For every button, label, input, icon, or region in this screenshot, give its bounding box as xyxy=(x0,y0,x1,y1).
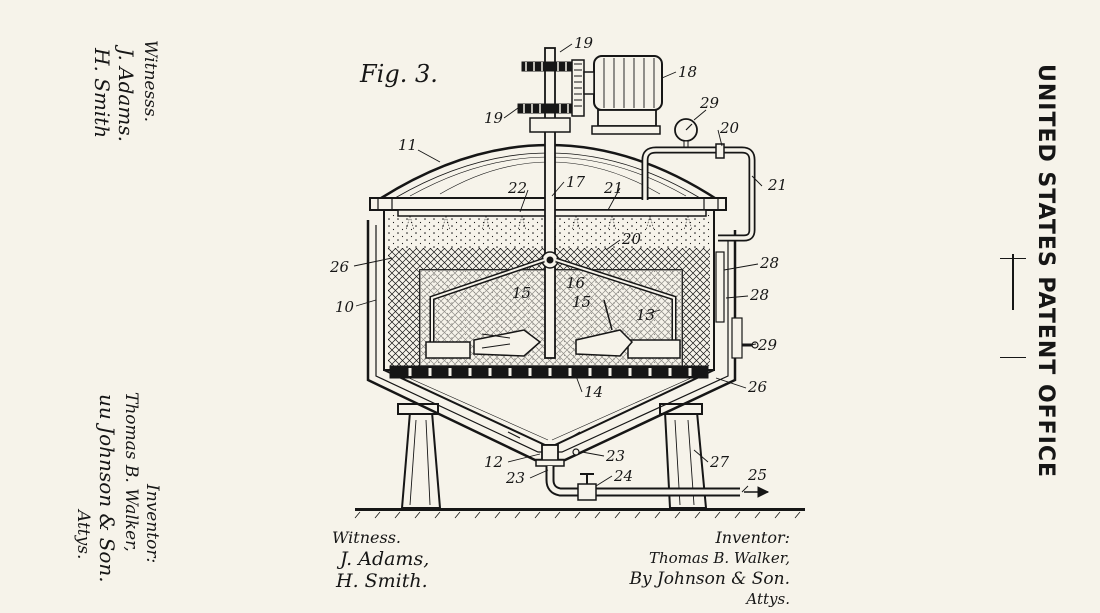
numeral-26b: 26 xyxy=(747,378,768,396)
numeral-22: 22 xyxy=(507,179,527,197)
numeral-29a: 29 xyxy=(699,94,720,112)
numeral-25: 25 xyxy=(747,466,767,484)
office-rule-2 xyxy=(1000,357,1026,358)
agitator-arms xyxy=(425,257,681,359)
bottom-witness-block: Witness. J. Adams, H. Smith. xyxy=(332,528,429,592)
agitator-shaft xyxy=(517,47,585,359)
bottom-inventor-attys: Attys. xyxy=(746,590,790,608)
numeral-12: 12 xyxy=(484,453,503,471)
numeral-20b: 20 xyxy=(621,230,642,248)
numeral-15b: 15 xyxy=(572,293,591,311)
numeral-28b: 28 xyxy=(749,286,769,304)
numeral-24: 24 xyxy=(613,467,633,485)
leader-lines xyxy=(353,43,763,493)
bottom-inventor-by: By Johnson & Son. xyxy=(629,569,790,589)
numeral-21b: 21 xyxy=(767,176,787,194)
numeral-19b: 19 xyxy=(484,109,504,127)
reference-numerals: 10 11 12 13 14 15 15 16 17 18 19 19 20 2… xyxy=(329,34,787,487)
bottom-witness-name-1: J. Adams, xyxy=(340,548,430,570)
outlet-piping xyxy=(507,431,770,501)
bottom-inventor-heading: Inventor: xyxy=(715,528,790,547)
numeral-17: 17 xyxy=(566,173,586,191)
bottom-inventor-block: Inventor: Thomas B. Walker, By Johnson &… xyxy=(600,528,790,608)
bottom-witness-heading: Witness. xyxy=(332,528,401,547)
numeral-19a: 19 xyxy=(574,34,594,52)
gauge-and-piping xyxy=(641,118,759,359)
figure-title: Fig. 3. xyxy=(360,60,438,88)
numeral-16: 16 xyxy=(566,274,586,292)
office-divider-top xyxy=(1012,254,1014,310)
numeral-28a: 28 xyxy=(759,254,779,272)
numeral-23b: 23 xyxy=(505,469,525,487)
numeral-29b: 29 xyxy=(757,336,778,354)
numeral-18: 18 xyxy=(678,63,697,81)
numeral-26a: 26 xyxy=(329,258,350,276)
numeral-14: 14 xyxy=(584,383,603,401)
bottom-inventor-name: Thomas B. Walker, xyxy=(649,549,790,567)
numeral-21a: 21 xyxy=(603,179,623,197)
numeral-23a: 23 xyxy=(605,447,625,465)
numeral-13: 13 xyxy=(636,306,655,324)
numeral-10: 10 xyxy=(335,298,355,316)
motor xyxy=(583,55,663,135)
numeral-20a: 20 xyxy=(719,119,740,137)
support-legs xyxy=(397,403,708,509)
numeral-27: 27 xyxy=(709,453,730,471)
numeral-15a: 15 xyxy=(512,284,531,302)
ground-line xyxy=(354,508,805,519)
bottom-witness-name-2: H. Smith. xyxy=(336,570,428,592)
office-rule-1 xyxy=(1000,258,1026,259)
numeral-11: 11 xyxy=(398,136,417,154)
